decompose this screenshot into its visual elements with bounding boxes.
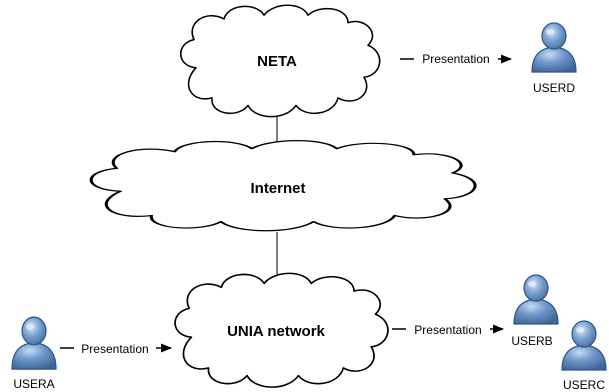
- cloud-unia: UNIA network: [174, 272, 389, 388]
- cloud-internet: Internet: [89, 139, 477, 233]
- user-b: USERB: [511, 274, 559, 348]
- user-d: USERD: [531, 22, 577, 95]
- user-c: USERC: [561, 320, 607, 392]
- arrow-neta-userd-label: Presentation: [422, 52, 489, 66]
- user-c-label: USERC: [563, 378, 605, 392]
- arrow-usera-unia: Presentation: [60, 340, 173, 356]
- user-b-label: USERB: [511, 334, 552, 348]
- user-a-label: USERA: [13, 377, 54, 391]
- user-icon: [11, 316, 57, 370]
- user-a: USERA: [11, 316, 57, 391]
- user-d-label: USERD: [533, 81, 575, 95]
- arrow-unia-userb-label: Presentation: [414, 323, 481, 337]
- user-icon: [531, 22, 577, 73]
- arrow-neta-userd: Presentation: [400, 50, 513, 66]
- cloud-neta: NETA: [179, 4, 381, 118]
- cloud-internet-label: Internet: [250, 180, 305, 197]
- cloud-unia-label: UNIA network: [227, 323, 325, 340]
- user-icon: [513, 274, 559, 325]
- cloud-neta-label: NETA: [257, 53, 297, 70]
- arrow-usera-unia-label: Presentation: [81, 342, 148, 356]
- arrow-unia-userb: Presentation: [392, 321, 505, 337]
- user-icon: [561, 320, 607, 371]
